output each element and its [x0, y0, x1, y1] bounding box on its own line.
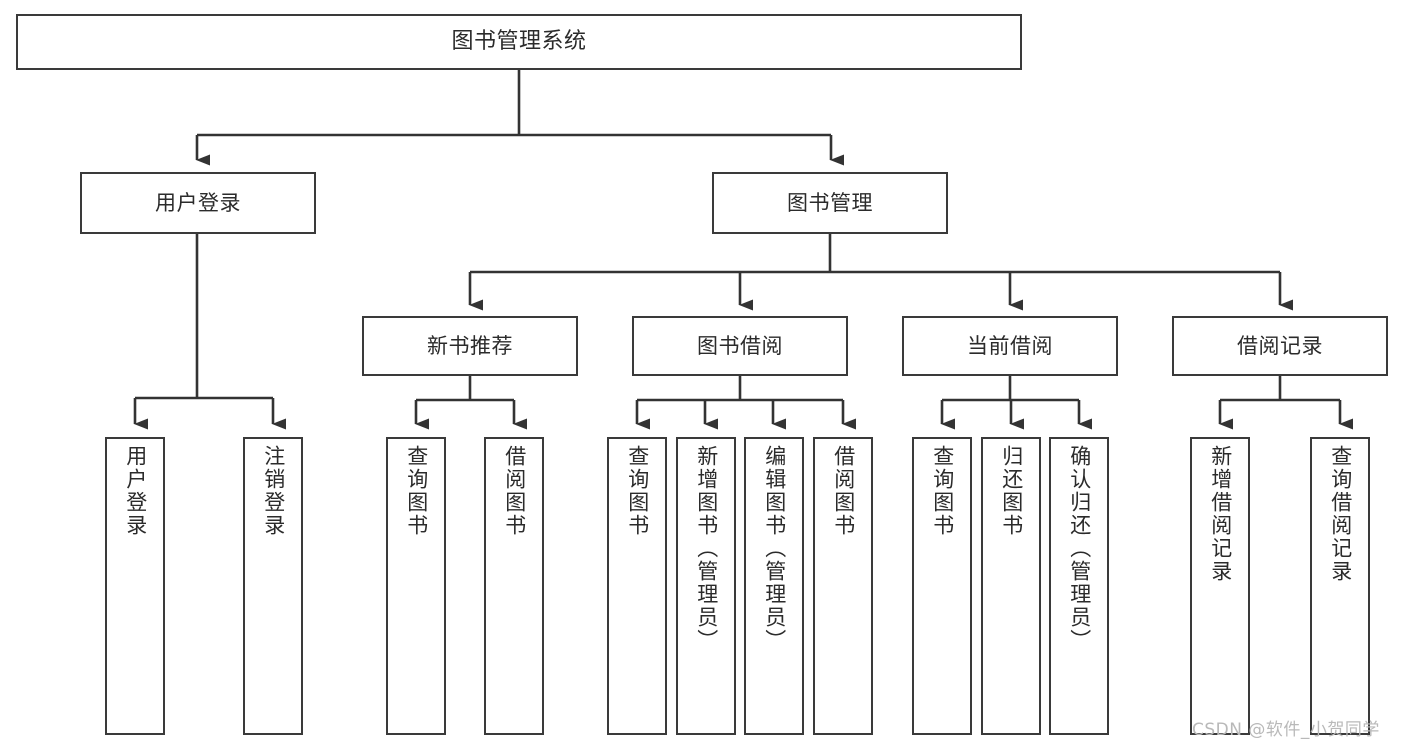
node-label: 查询图书 [930, 445, 955, 537]
leaf-records-add-record[interactable]: 新增借阅记录 [1190, 437, 1250, 735]
node-label: 当前借阅 [967, 333, 1053, 358]
leaf-current-return-book[interactable]: 归还图书 [981, 437, 1041, 735]
node-label: 查询借阅记录 [1328, 445, 1353, 583]
leaf-borrow-query-book[interactable]: 查询图书 [607, 437, 667, 735]
node-borrow-records[interactable]: 借阅记录 [1172, 316, 1388, 376]
leaf-current-confirm-return[interactable]: 确认归还（管理员） [1049, 437, 1109, 735]
node-label: 图书借阅 [697, 333, 783, 358]
node-label: 查询图书 [404, 445, 429, 537]
csdn-watermark: CSDN @软件_小贺同学 [1192, 720, 1380, 740]
leaf-borrow-add-book[interactable]: 新增图书（管理员） [676, 437, 736, 735]
node-label: 注销登录 [261, 445, 286, 537]
leaf-user-login-logout[interactable]: 注销登录 [243, 437, 303, 735]
node-label: 新书推荐 [427, 333, 513, 358]
node-current-borrow[interactable]: 当前借阅 [902, 316, 1118, 376]
node-label: 图书管理 [787, 190, 873, 215]
node-label: 用户登录 [155, 190, 241, 215]
node-label: 归还图书 [999, 445, 1024, 537]
node-label: 用户登录 [123, 445, 148, 537]
node-label: 新增图书（管理员） [694, 445, 719, 652]
leaf-user-login-login[interactable]: 用户登录 [105, 437, 165, 735]
node-book-management[interactable]: 图书管理 [712, 172, 948, 234]
node-label: 新增借阅记录 [1208, 445, 1233, 583]
node-label: 借阅图书 [502, 445, 527, 537]
node-label: 编辑图书（管理员） [762, 445, 787, 652]
node-label: 借阅记录 [1237, 333, 1323, 358]
leaf-borrow-edit-book[interactable]: 编辑图书（管理员） [744, 437, 804, 735]
node-book-borrow[interactable]: 图书借阅 [632, 316, 848, 376]
node-label: 图书管理系统 [451, 29, 587, 55]
node-label: 借阅图书 [831, 445, 856, 537]
leaf-records-query-record[interactable]: 查询借阅记录 [1310, 437, 1370, 735]
node-label: 查询图书 [625, 445, 650, 537]
leaf-current-query-book[interactable]: 查询图书 [912, 437, 972, 735]
leaf-recommend-query-book[interactable]: 查询图书 [386, 437, 446, 735]
node-user-login[interactable]: 用户登录 [80, 172, 316, 234]
node-root-system[interactable]: 图书管理系统 [16, 14, 1022, 70]
node-new-book-recommend[interactable]: 新书推荐 [362, 316, 578, 376]
node-label: 确认归还（管理员） [1067, 445, 1092, 652]
leaf-recommend-borrow-book[interactable]: 借阅图书 [484, 437, 544, 735]
leaf-borrow-borrow-book[interactable]: 借阅图书 [813, 437, 873, 735]
